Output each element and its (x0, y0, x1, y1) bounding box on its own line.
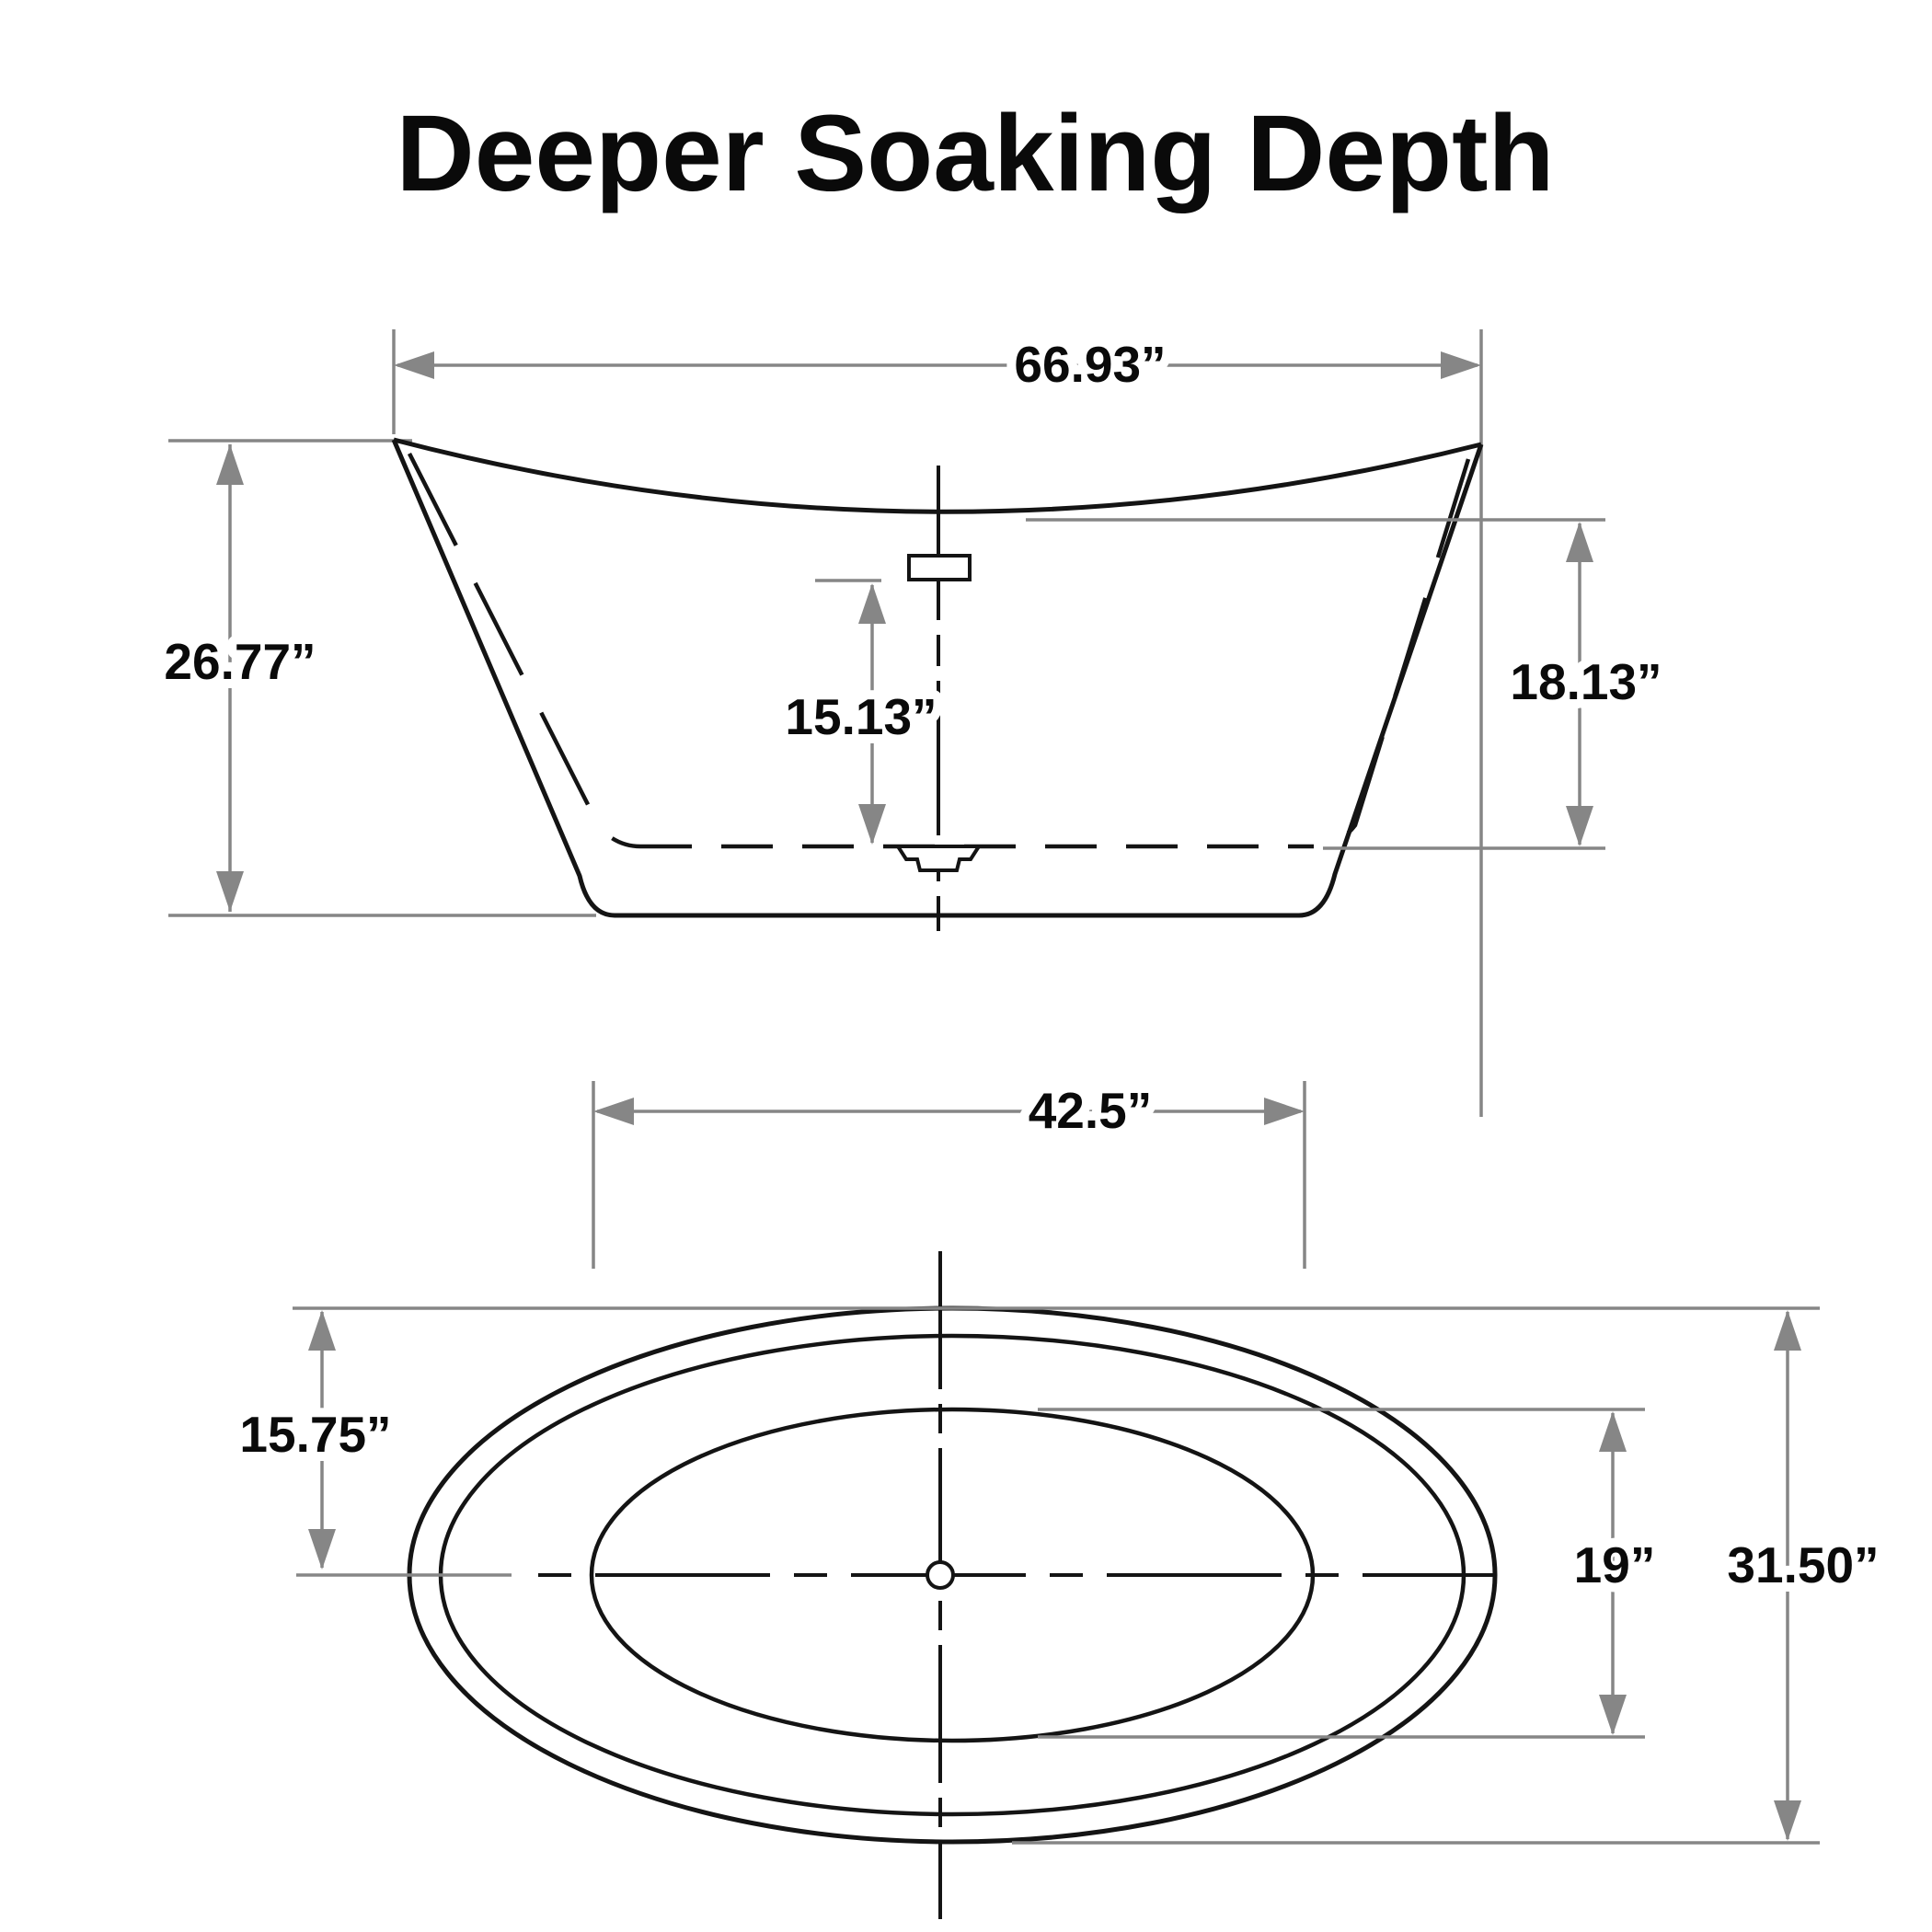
overflow-fitting-icon (907, 554, 972, 581)
tub-outline (391, 439, 1484, 918)
dim-rim-to-centerline: 15.75” (230, 1310, 512, 1577)
drain-hole-icon (926, 1560, 955, 1590)
tub-plan-outline (407, 1251, 1498, 1919)
arrowhead-up (1566, 522, 1593, 562)
dim-label-rim-to-centerline: 15.75” (239, 1406, 391, 1463)
tub-profile (391, 437, 1484, 931)
dim-label-basin-width: 19” (1574, 1536, 1656, 1593)
arrowhead-down (1599, 1695, 1627, 1735)
arrowhead-up (308, 1310, 336, 1351)
arrowhead-up (858, 583, 886, 624)
dim-basin-length: 42.5” (592, 1073, 1306, 1269)
arrowhead-up (216, 444, 244, 485)
arrowhead-right (1441, 351, 1481, 379)
arrowhead-up (1599, 1411, 1627, 1452)
arrowhead-down (858, 804, 886, 845)
dim-label-basin-length: 42.5” (1029, 1082, 1153, 1139)
dim-overall-height: 26.77” (155, 439, 596, 917)
diagram-title: Deeper Soaking Depth (397, 93, 1555, 214)
inner-wall-left-hidden-line (407, 452, 641, 849)
bathtub-plan-view: 42.5” 15.75” 19” (230, 1073, 1889, 1919)
dim-overall-length: 66.93” (392, 327, 1483, 1117)
arrowhead-down (216, 871, 244, 912)
arrowhead-down (308, 1529, 336, 1570)
arrowhead-down (1566, 806, 1593, 846)
bathtub-side-view: 66.93” 26.77” 15.13” (155, 327, 1672, 1117)
arrowhead-down (1774, 1800, 1801, 1841)
dim-rim-to-floor: 18.13” (1026, 518, 1672, 850)
inner-wall-right-hidden-line (1317, 458, 1471, 847)
dim-overall-width: 31.50” (293, 1306, 1889, 1845)
dim-label-overall-height: 26.77” (164, 633, 316, 690)
dim-label-soaking-depth: 15.13” (785, 688, 937, 745)
arrowhead-right (1264, 1098, 1305, 1125)
dim-label-rim-to-floor: 18.13” (1510, 653, 1662, 710)
dim-label-overall-width: 31.50” (1727, 1536, 1879, 1593)
arrowhead-left (593, 1098, 634, 1125)
dim-soaking-depth: 15.13” (776, 579, 947, 845)
dim-label-overall-length: 66.93” (1014, 336, 1166, 393)
arrowhead-up (1774, 1310, 1801, 1351)
arrowhead-left (394, 351, 434, 379)
dim-basin-width: 19” (1038, 1408, 1664, 1739)
drain-fitting-icon (894, 845, 983, 872)
